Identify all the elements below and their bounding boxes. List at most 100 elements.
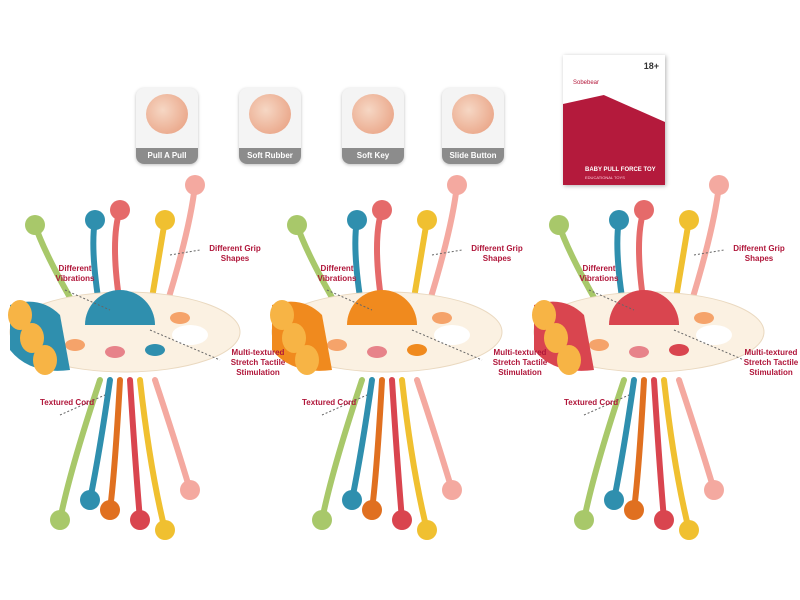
callout-cord: Textured Cord [564, 398, 619, 407]
press-button [629, 346, 649, 358]
feature-label: Soft Rubber [239, 148, 301, 164]
pull-cord [152, 377, 193, 493]
callout-stretch: Multi-textured Stretch Tactile Stimulati… [492, 348, 548, 377]
press-button [694, 312, 714, 324]
callout-leader-line [583, 394, 630, 416]
toy-dome [85, 290, 155, 325]
callout-grip: Different Grip Shapes [733, 244, 785, 263]
callout-leader-line [431, 249, 463, 256]
toy-variant [270, 175, 503, 540]
cord-grip [634, 200, 654, 220]
cord-grip [417, 520, 437, 540]
ring-handle-hole [696, 325, 732, 345]
callout-leader-line [588, 289, 635, 311]
pull-cord [414, 377, 455, 493]
callout-grip: Different Grip Shapes [209, 244, 261, 263]
pull-cord [369, 377, 385, 513]
cord-grip [362, 500, 382, 520]
toy-variant [532, 175, 765, 540]
callout-stretch: Multi-textured Stretch Tactile Stimulati… [230, 348, 286, 377]
cord-grip [609, 210, 629, 230]
pull-cord [686, 182, 722, 313]
callout-leader-line [149, 329, 221, 361]
cord-grip [549, 215, 569, 235]
callout-leader-line [64, 289, 111, 311]
feature-card-soft-key: Soft Key [342, 88, 404, 164]
cord-grip [312, 510, 332, 530]
cord-grip [185, 175, 205, 195]
rocket-wheel [557, 345, 581, 375]
callout-leader-line [693, 249, 725, 256]
callout-leader-line [169, 249, 201, 256]
cord-grip [180, 480, 200, 500]
callout-leader-line [321, 394, 368, 416]
rocket-wheel [8, 300, 32, 330]
press-button [105, 346, 125, 358]
cord-grip [287, 215, 307, 235]
feature-label: Soft Key [342, 148, 404, 164]
rocket-wheel [295, 345, 319, 375]
feature-label: Pull A Pull [136, 148, 198, 164]
cord-grip [372, 200, 392, 220]
box-brand: Sobebear [573, 80, 600, 86]
feature-photo [249, 94, 291, 134]
cord-grip [80, 490, 100, 510]
pull-cord [424, 182, 460, 313]
cord-grip [574, 510, 594, 530]
cord-grip [342, 490, 362, 510]
cord-grip [604, 490, 624, 510]
cord-grip [679, 210, 699, 230]
press-button [669, 344, 689, 356]
pull-cord [631, 377, 647, 513]
toy-dome [347, 290, 417, 325]
cord-grip [155, 210, 175, 230]
cord-grip [654, 510, 674, 530]
press-button [432, 312, 452, 324]
pull-cord [127, 377, 143, 523]
pull-cord [661, 377, 692, 533]
pull-cord [87, 377, 113, 503]
pull-cord [676, 377, 717, 493]
callout-grip: Different Grip Shapes [471, 244, 523, 263]
cord-grip [155, 520, 175, 540]
product-box: Sobebear 18+ BABY PULL FORCE TOY EDUCATI… [563, 55, 665, 185]
cord-grip [25, 215, 45, 235]
rocket-wheel [20, 323, 44, 353]
cord-grip [704, 480, 724, 500]
pull-cord [162, 182, 198, 313]
callout-stretch: Multi-textured Stretch Tactile Stimulati… [743, 348, 799, 377]
callout-vibrations: Different Vibrations [579, 264, 619, 283]
cord-grip [417, 210, 437, 230]
pull-cord [611, 377, 637, 503]
toy-dome [609, 290, 679, 325]
cord-grip [679, 520, 699, 540]
pull-cord [137, 377, 168, 533]
cord-grip [50, 510, 70, 530]
cord-grip [447, 175, 467, 195]
press-button [407, 344, 427, 356]
callout-leader-line [326, 289, 373, 311]
pull-cord [107, 377, 123, 513]
rocket-wheel [282, 323, 306, 353]
cord-grip [85, 210, 105, 230]
press-button [170, 312, 190, 324]
callout-cord: Textured Cord [40, 398, 95, 407]
ring-handle-hole [434, 325, 470, 345]
ring-handle-hole [172, 325, 208, 345]
feature-label: Slide Button [442, 148, 504, 164]
cord-grip [130, 510, 150, 530]
callout-cord: Textured Cord [302, 398, 357, 407]
pull-cord [389, 377, 405, 523]
press-button [145, 344, 165, 356]
press-button [65, 339, 85, 351]
press-button [367, 346, 387, 358]
cord-grip [709, 175, 729, 195]
feature-card-slide-button: Slide Button [442, 88, 504, 164]
callout-vibrations: Different Vibrations [317, 264, 357, 283]
callout-vibrations: Different Vibrations [55, 264, 95, 283]
cord-grip [100, 500, 120, 520]
rocket-wheel [532, 300, 556, 330]
feature-photo [452, 94, 494, 134]
feature-photo [146, 94, 188, 134]
